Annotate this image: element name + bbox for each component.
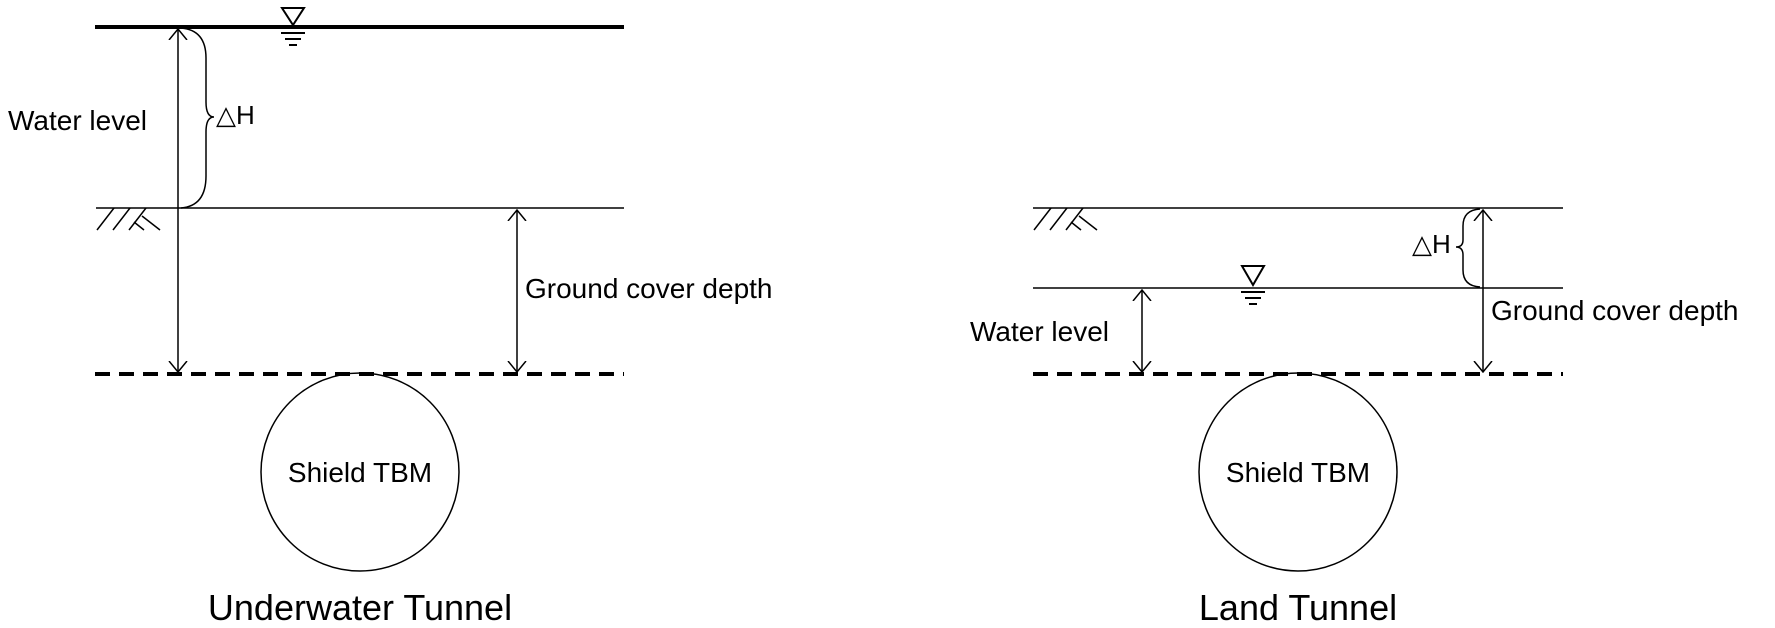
- shield-tbm-label: Shield TBM: [288, 457, 432, 488]
- underwater-tunnel-panel: Water level △H Ground cover depth Shield…: [8, 7, 773, 628]
- water-level-label: Water level: [970, 316, 1109, 347]
- delta-h-label: △H: [1412, 229, 1451, 259]
- ground-cover-depth-label: Ground cover depth: [1491, 295, 1739, 326]
- shield-tbm-circle: [1198, 372, 1398, 572]
- water-level-symbol-icon: [1240, 265, 1266, 305]
- water-level-label: Water level: [8, 105, 147, 136]
- land-tunnel-caption: Land Tunnel: [1199, 587, 1397, 628]
- underwater-tunnel-caption: Underwater Tunnel: [208, 587, 512, 628]
- ground-hatch-icon: [96, 207, 180, 231]
- ground-cover-depth-label: Ground cover depth: [525, 273, 773, 304]
- land-tunnel-panel: △H Ground cover depth Water level Shield…: [970, 207, 1739, 628]
- water-level-symbol-icon: [280, 7, 306, 46]
- ground-hatch-icon: [1033, 207, 1098, 231]
- shield-tbm-circle: [260, 372, 460, 572]
- delta-h-brace: [180, 27, 215, 209]
- delta-h-brace: [1455, 208, 1481, 288]
- delta-h-label: △H: [216, 100, 255, 130]
- shield-tbm-label: Shield TBM: [1226, 457, 1370, 488]
